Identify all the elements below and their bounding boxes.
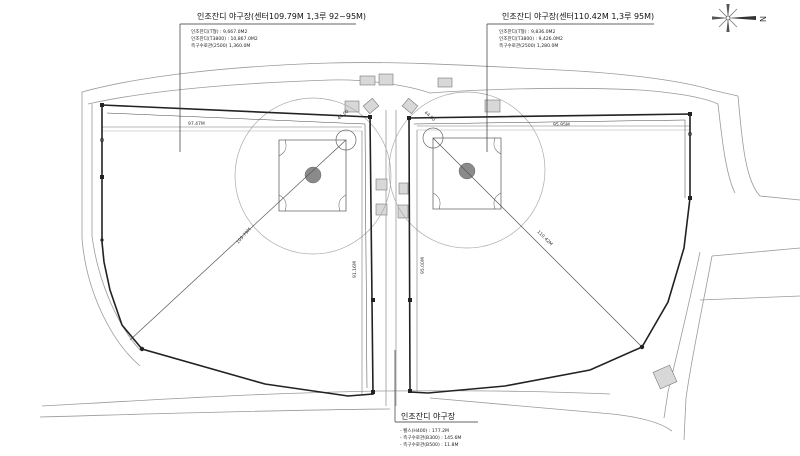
right-note-1: 인조잔디(T형) : 9,836.0M2 — [499, 28, 555, 35]
right-note-2: 인조잔디(T3800) : 9,426.0M2 — [499, 35, 563, 42]
structure-12 — [652, 364, 678, 390]
compass-diag-3 — [727, 17, 738, 28]
leader-lines — [179, 23, 654, 423]
compass-point-w — [712, 16, 728, 20]
structure-6 — [362, 97, 380, 115]
structure-7 — [401, 97, 419, 115]
left-infield-arc — [234, 97, 392, 255]
left-diamond-cut-1 — [338, 194, 347, 212]
right-field-title: 인조잔디 야구장(센터110.42M 1,3루 95M) — [502, 11, 654, 21]
left-center-line — [129, 139, 347, 341]
shared-title: 인조잔디 야구장 — [401, 411, 456, 421]
left-field-title: 인조잔디 야구장(센터109.79M 1,3루 92~95M) — [197, 11, 366, 21]
shared-note-1: - 휀스(H400) : 177.2M — [400, 427, 449, 434]
contour-right-road — [737, 95, 800, 201]
right-dim-home: 44.00 — [423, 110, 437, 123]
structure-2 — [378, 73, 394, 86]
left-note-3: 측구수로관(2500) 1,360.0M — [191, 42, 250, 49]
right-home-plate — [422, 127, 444, 149]
right-note-3: 측구수로관(2500) 1,280.0M — [499, 42, 558, 49]
structure-4 — [344, 100, 360, 113]
marker-r3 — [688, 196, 692, 200]
marker-l6 — [139, 346, 145, 352]
contour-north-inner — [87, 79, 719, 105]
marker-l3 — [368, 115, 372, 119]
marker-r6 — [639, 344, 645, 350]
right-dim-diag: 110.42M — [536, 229, 554, 247]
marker-l2 — [100, 175, 104, 179]
marker-l4 — [371, 298, 375, 302]
right-infield-arc — [388, 91, 546, 249]
right-dim-top: 95.95M — [553, 122, 570, 128]
left-fence-inner — [106, 112, 368, 389]
compass-diag-2 — [718, 8, 729, 19]
structure-11 — [397, 204, 409, 219]
contour-east-lot — [711, 247, 800, 257]
right-diamond-cut-3 — [493, 137, 502, 155]
contour-south-road — [41, 390, 611, 407]
compass-point-s — [726, 18, 730, 32]
contour-southeast — [429, 397, 673, 432]
compass-point-n — [726, 4, 730, 18]
marker-l7 — [100, 238, 104, 242]
marker-r4 — [408, 298, 412, 302]
contour-east-road-far — [683, 255, 713, 441]
shared-note-3: - 측구수로관(B500) : 11.8M — [400, 441, 458, 448]
left-fence — [101, 104, 374, 397]
left-note-1: 인조잔디(T형) : 9,667.0M2 — [191, 28, 247, 35]
right-diamond-cut-2 — [493, 192, 502, 210]
right-pitcher-mound — [458, 162, 476, 180]
structure-9 — [375, 203, 388, 216]
left-field: 97.47M 109.79M 91.16M 44.00 — [101, 97, 392, 397]
left-dim-side: 91.16M — [352, 261, 358, 278]
structure-8 — [375, 178, 388, 191]
left-diamond-cut-2 — [278, 194, 287, 212]
right-dim-side: 95.00M — [420, 257, 426, 274]
structure-5 — [484, 99, 501, 113]
left-home-plate — [335, 129, 357, 151]
contour-right-edge — [717, 103, 736, 194]
marker-r2 — [688, 112, 692, 116]
left-note-2: 인조잔디(T3800) : 10,867.0M2 — [191, 35, 258, 42]
compass-diag-4 — [718, 17, 729, 28]
contour-left-edge — [81, 92, 141, 367]
marker-l5 — [371, 390, 375, 394]
fence-markers — [100, 103, 692, 394]
structure-3 — [437, 77, 453, 88]
left-dim-top: 97.47M — [188, 121, 205, 127]
right-diamond-cut-1 — [432, 192, 441, 210]
marker-r1 — [407, 116, 411, 120]
left-diamond-cut-3 — [278, 139, 287, 157]
marker-r7 — [688, 132, 692, 136]
structure-1 — [359, 75, 376, 86]
contour-north-top — [81, 62, 739, 97]
marker-l8 — [100, 138, 104, 142]
left-dim-diag: 109.79M — [235, 227, 253, 246]
right-field: 95.95M 110.42M 95.00M 44.00 — [388, 91, 691, 394]
right-center-line — [432, 137, 643, 348]
marker-l1 — [100, 103, 104, 107]
right-fence-inner — [413, 119, 686, 198]
marker-r5 — [408, 389, 412, 393]
north-label: N — [758, 16, 767, 22]
compass-point-e — [728, 16, 756, 20]
shared-note-2: - 측구수로관(B300) : 145.6M — [400, 434, 461, 441]
contour-east-road — [663, 251, 701, 419]
site-structures — [344, 73, 678, 390]
compass-diag-1 — [727, 8, 738, 19]
structure-10 — [398, 182, 409, 195]
left-diamond — [278, 139, 347, 212]
right-diamond — [432, 137, 502, 210]
compass-center — [725, 15, 731, 21]
site-contours — [39, 62, 800, 441]
contour-east-lot-2 — [699, 295, 800, 301]
contour-south-road-lower — [39, 408, 391, 418]
contour-left-edge-inner — [91, 104, 141, 351]
north-arrow-icon: N — [712, 4, 767, 32]
left-pitcher-mound — [304, 166, 322, 184]
